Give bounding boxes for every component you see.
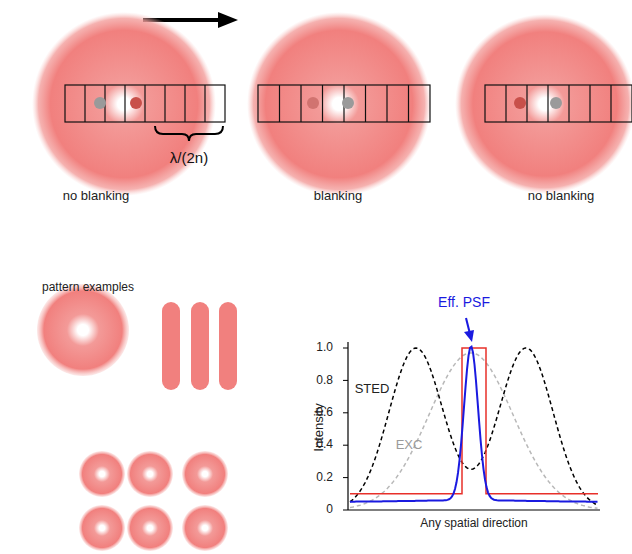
curve-label: STED [355,382,390,397]
tick-label: 0.6 [316,406,333,420]
grey-dot [342,97,354,109]
brace [155,126,223,141]
arrow-head [218,12,238,28]
tick-label: 1.0 [316,341,333,355]
line-pattern [191,302,209,390]
state-label: no blanking [528,189,595,204]
red-dot [307,97,319,109]
red-dot [514,97,526,109]
state-label: no blanking [63,189,130,204]
section-title: pattern examples [42,281,134,295]
line-pattern [219,302,237,390]
curve-label: EXC [396,438,423,453]
tick-label: 0.2 [316,471,333,485]
donut-pattern [37,284,129,376]
grey-dot [94,97,106,109]
state-label: blanking [314,189,362,204]
axis-title: Any spatial direction [420,517,527,531]
sted-donut [455,14,632,194]
dimension-label: λ/(2n) [170,149,208,166]
line-pattern [162,302,180,390]
tick-label: 0.4 [316,438,333,452]
curve-label: Eff. PSF [438,294,490,310]
plot [343,318,600,510]
grey-dot [550,97,562,109]
pixel-bars [65,85,632,122]
sted-donut [247,12,431,196]
tick-label: 0 [326,503,333,517]
red-dot [130,97,142,109]
sted-donut [32,12,216,196]
donut-array [79,451,228,551]
tick-label: 0.8 [316,374,333,388]
